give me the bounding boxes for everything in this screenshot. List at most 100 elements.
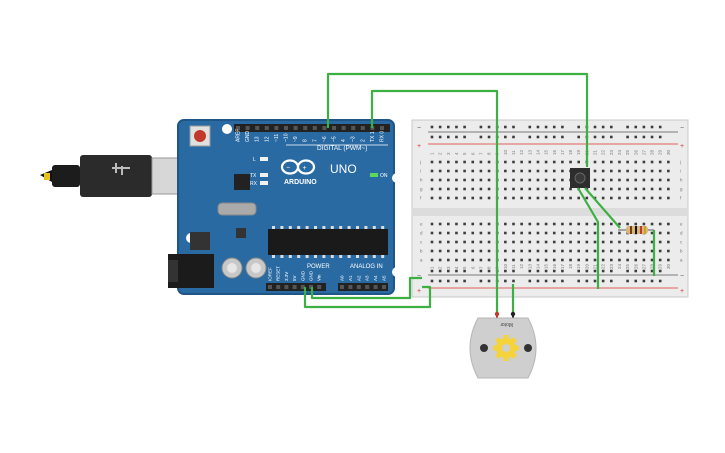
- bb-hole[interactable]: [512, 231, 515, 235]
- bb-hole[interactable]: [504, 240, 507, 244]
- rail-hole[interactable]: [601, 125, 605, 129]
- bb-hole[interactable]: [544, 160, 548, 164]
- bb-hole[interactable]: [487, 169, 491, 173]
- bb-hole[interactable]: [479, 231, 483, 235]
- header-pin[interactable]: [300, 285, 305, 289]
- rail-hole[interactable]: [512, 269, 515, 273]
- rail-hole[interactable]: [430, 279, 434, 283]
- bb-hole[interactable]: [455, 169, 458, 173]
- bb-hole[interactable]: [552, 169, 556, 173]
- header-pin[interactable]: [274, 126, 279, 130]
- bb-hole[interactable]: [447, 160, 450, 164]
- rail-hole[interactable]: [455, 269, 458, 273]
- header-pin[interactable]: [236, 126, 240, 130]
- bb-hole[interactable]: [438, 196, 442, 200]
- bb-hole[interactable]: [610, 258, 613, 262]
- bb-hole[interactable]: [487, 222, 491, 226]
- bb-hole[interactable]: [618, 196, 621, 200]
- bb-hole[interactable]: [512, 187, 515, 191]
- bb-hole[interactable]: [430, 187, 434, 191]
- bb-hole[interactable]: [650, 240, 654, 244]
- bb-hole[interactable]: [585, 196, 589, 200]
- bb-hole[interactable]: [618, 187, 621, 191]
- bb-hole[interactable]: [479, 187, 483, 191]
- bb-hole[interactable]: [618, 160, 621, 164]
- rail-hole[interactable]: [601, 269, 605, 273]
- bb-hole[interactable]: [438, 187, 442, 191]
- wire-pin7-button[interactable]: [326, 72, 589, 167]
- bb-hole[interactable]: [520, 249, 523, 253]
- bb-hole[interactable]: [512, 178, 515, 182]
- bb-hole[interactable]: [585, 249, 589, 253]
- bb-hole[interactable]: [536, 178, 540, 182]
- bb-hole[interactable]: [487, 196, 491, 200]
- rail-hole[interactable]: [626, 135, 629, 139]
- bb-hole[interactable]: [658, 196, 662, 200]
- bb-hole[interactable]: [479, 249, 483, 253]
- bb-hole[interactable]: [463, 196, 466, 200]
- rail-hole[interactable]: [447, 279, 450, 283]
- rail-hole[interactable]: [626, 125, 629, 129]
- bb-hole[interactable]: [634, 178, 638, 182]
- wire-pin2-motor[interactable]: [370, 89, 499, 315]
- bb-hole[interactable]: [618, 231, 621, 235]
- bb-hole[interactable]: [650, 196, 654, 200]
- rail-hole[interactable]: [463, 269, 466, 273]
- bb-hole[interactable]: [471, 249, 475, 253]
- bb-hole[interactable]: [438, 231, 442, 235]
- bb-hole[interactable]: [504, 169, 507, 173]
- bb-hole[interactable]: [438, 178, 442, 182]
- rail-hole[interactable]: [593, 125, 597, 129]
- rail-hole[interactable]: [650, 135, 654, 139]
- bb-hole[interactable]: [536, 187, 540, 191]
- rail-hole[interactable]: [463, 135, 466, 139]
- reset-button-icon[interactable]: [189, 125, 211, 147]
- rail-hole[interactable]: [585, 269, 589, 273]
- bb-hole[interactable]: [447, 222, 450, 226]
- bb-hole[interactable]: [463, 160, 466, 164]
- rail-hole[interactable]: [650, 279, 654, 283]
- rail-hole[interactable]: [438, 125, 442, 129]
- bb-hole[interactable]: [601, 187, 605, 191]
- rail-hole[interactable]: [544, 135, 548, 139]
- bb-hole[interactable]: [658, 187, 662, 191]
- bb-hole[interactable]: [504, 178, 507, 182]
- bb-hole[interactable]: [430, 169, 434, 173]
- rail-hole[interactable]: [455, 279, 458, 283]
- bb-hole[interactable]: [471, 160, 475, 164]
- rail-hole[interactable]: [487, 135, 491, 139]
- bb-hole[interactable]: [642, 160, 646, 164]
- bb-hole[interactable]: [618, 169, 621, 173]
- bb-hole[interactable]: [504, 196, 507, 200]
- bb-hole[interactable]: [512, 258, 515, 262]
- rail-hole[interactable]: [577, 269, 580, 273]
- wire-5v-rail[interactable]: [303, 285, 432, 309]
- rail-hole[interactable]: [544, 125, 548, 129]
- bb-hole[interactable]: [430, 249, 434, 253]
- bb-hole[interactable]: [552, 222, 556, 226]
- rail-hole[interactable]: [601, 279, 605, 283]
- rail-hole[interactable]: [610, 135, 613, 139]
- bb-hole[interactable]: [593, 231, 597, 235]
- bb-hole[interactable]: [430, 178, 434, 182]
- bb-hole[interactable]: [512, 196, 515, 200]
- bb-hole[interactable]: [528, 169, 532, 173]
- rail-hole[interactable]: [552, 269, 556, 273]
- rail-hole[interactable]: [634, 135, 638, 139]
- rail-hole[interactable]: [552, 135, 556, 139]
- bb-hole[interactable]: [552, 240, 556, 244]
- bb-hole[interactable]: [650, 187, 654, 191]
- bb-hole[interactable]: [512, 222, 515, 226]
- bb-hole[interactable]: [667, 169, 670, 173]
- bb-hole[interactable]: [658, 231, 662, 235]
- bb-hole[interactable]: [658, 222, 662, 226]
- rail-hole[interactable]: [463, 279, 466, 283]
- bb-hole[interactable]: [487, 160, 491, 164]
- bb-hole[interactable]: [471, 222, 475, 226]
- rail-hole[interactable]: [561, 269, 564, 273]
- bb-hole[interactable]: [667, 240, 670, 244]
- wire-button-rail[interactable]: [577, 187, 600, 289]
- bb-hole[interactable]: [463, 249, 466, 253]
- bb-hole[interactable]: [520, 222, 523, 226]
